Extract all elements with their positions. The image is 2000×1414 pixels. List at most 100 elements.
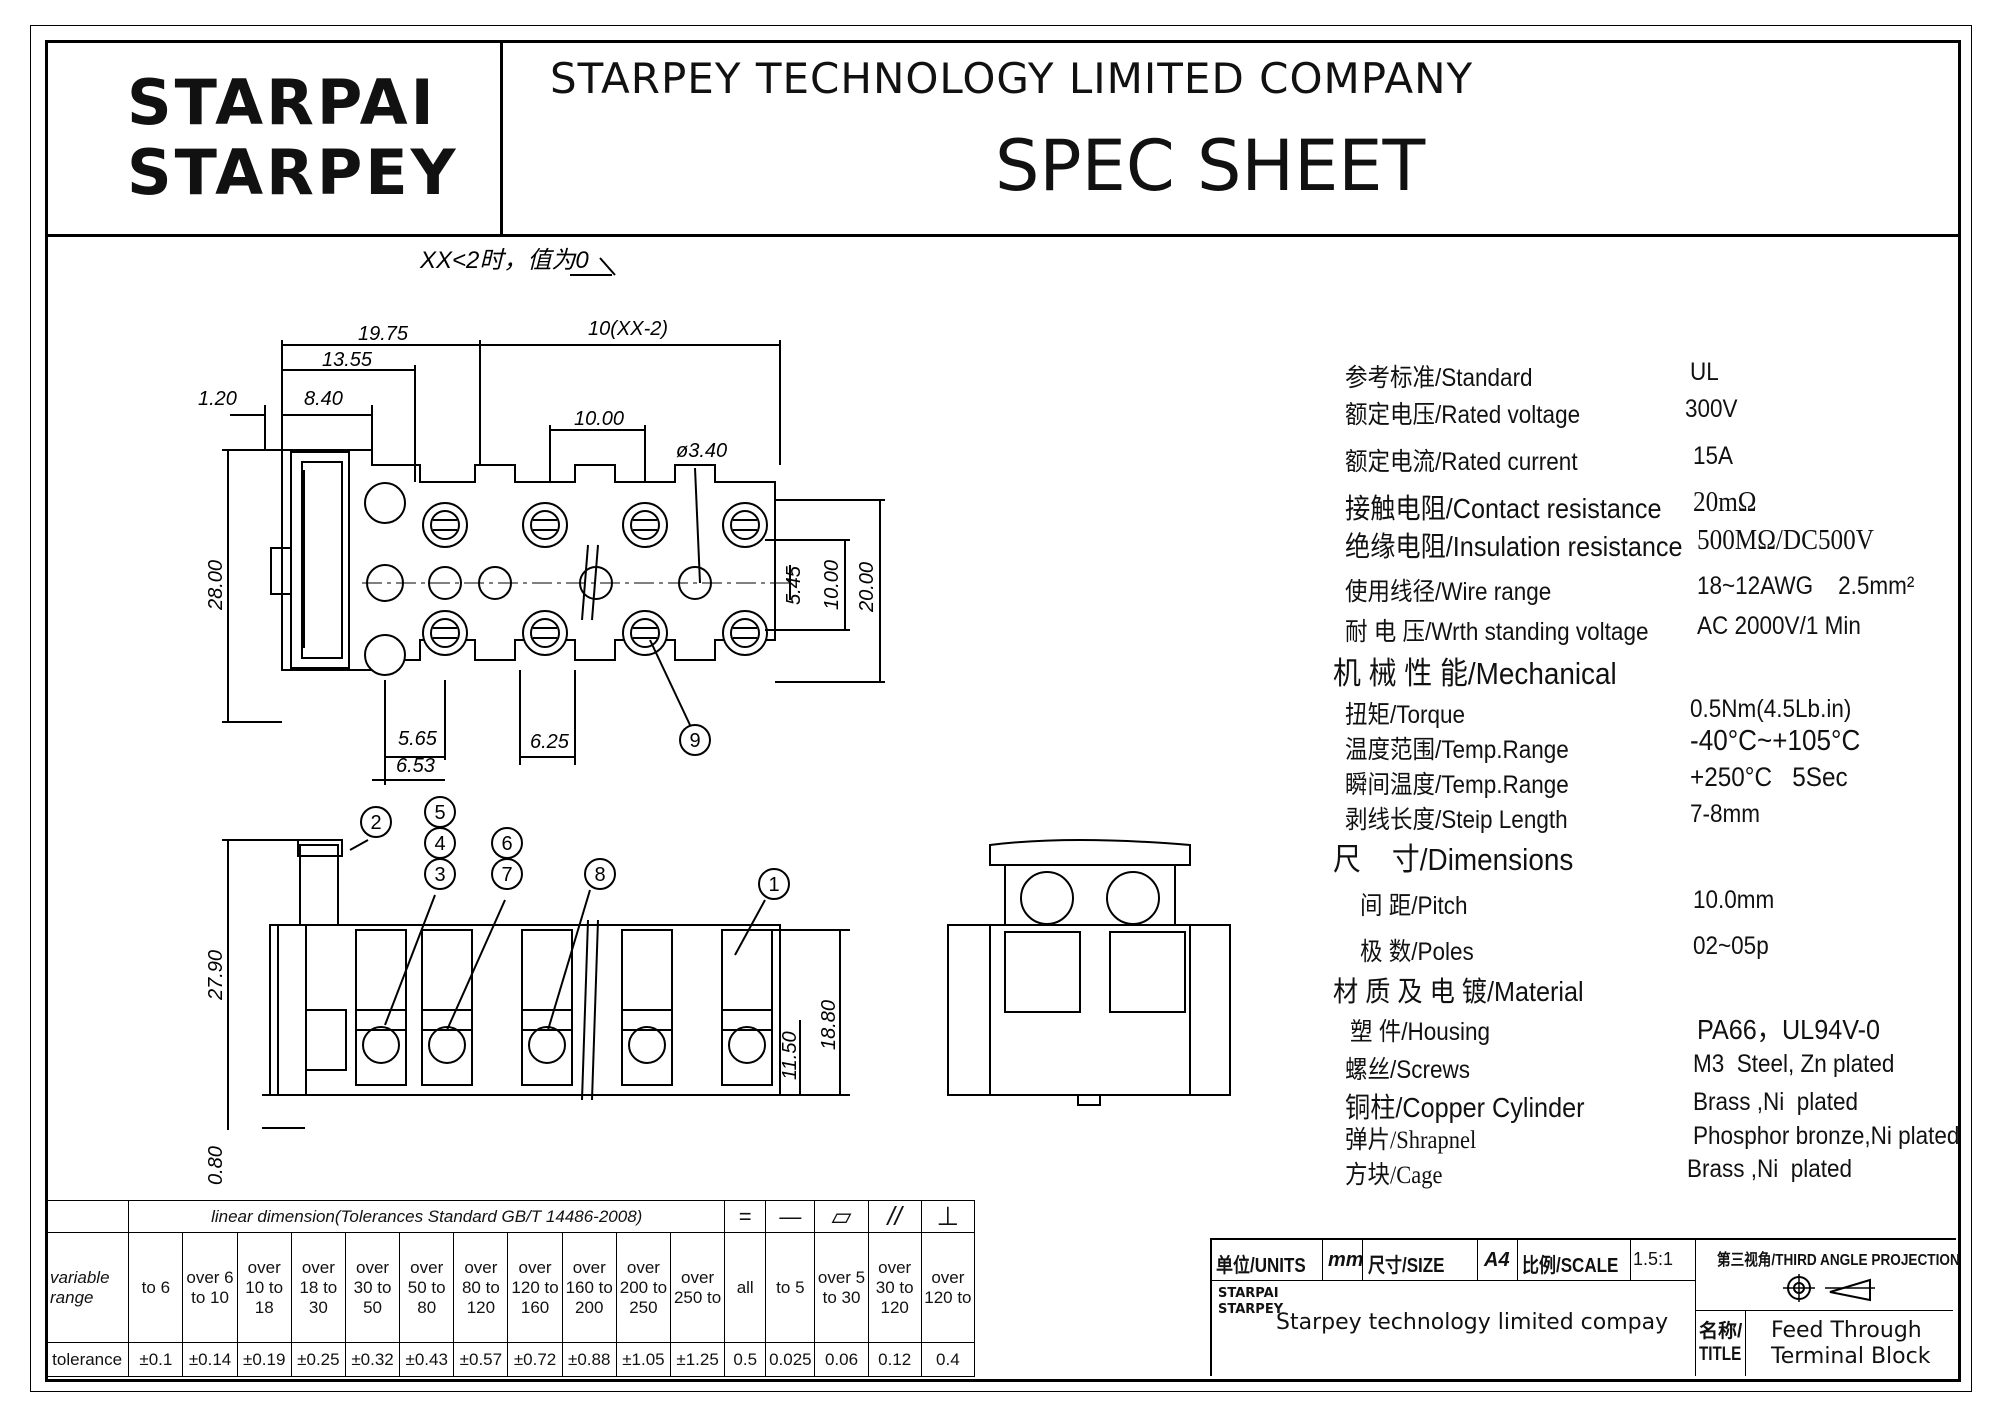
tolerance-value: ±0.57 (453, 1342, 509, 1377)
tolerance-value: ±0.1 (128, 1342, 184, 1377)
spec-screws-value: M3 Steel, Zn plated (1693, 1050, 1895, 1078)
header: STARPAI STARPEY STARPEY TECHNOLOGY LIMIT… (45, 40, 1958, 237)
tolerance-value: ±1.25 (669, 1342, 726, 1377)
title-block: 单位/UNITS mm 尺寸/SIZE A4 比例/SCALE 1.5:1 第三… (1210, 1238, 1960, 1376)
spec-poles-value: 02~05p (1693, 932, 1769, 960)
dim-18-80: 18.80 (818, 1000, 840, 1050)
tolerance-value: ±0.32 (344, 1342, 401, 1377)
spec-peak-temp-value: +250°C 5Sec (1690, 762, 1848, 792)
spec-insulation-value: 500MΩ/DC500V (1697, 525, 1874, 556)
technical-drawing: XX<2时，值为0 19.75 13.55 1.20 8.40 10(XX-2)… (198, 247, 1231, 1185)
dim-5-65: 5.65 (398, 728, 438, 750)
dim-8-40: 8.40 (304, 388, 343, 410)
range-cell: over 250 to (669, 1232, 726, 1343)
title-value-cell: Feed Through Terminal Block (1745, 1310, 1953, 1376)
tolerance-value: ±0.25 (290, 1342, 346, 1377)
tolerance-value: ±0.88 (561, 1342, 617, 1377)
spec-cage-label: 方块/Cage (1345, 1162, 1443, 1189)
dim-10-00v: 10.00 (821, 560, 843, 610)
spec-poles-label: 极 数/Poles (1360, 938, 1474, 966)
scale-label: 比例/SCALE (1522, 1255, 1619, 1277)
title-label-cell: 名称/ TITLE (1695, 1310, 1746, 1376)
dim-20-00: 20.00 (856, 562, 878, 613)
spec-temp-value: -40°C~+105°C (1690, 725, 1861, 757)
dim-11-50: 11.50 (779, 1031, 801, 1080)
spec-standard-label: 参考标准/Standard (1345, 364, 1533, 392)
spec-voltage-value: 300V (1685, 395, 1738, 423)
balloon-8: 8 (594, 864, 605, 886)
balloon-5: 5 (434, 802, 445, 824)
balloon-4: 4 (434, 833, 445, 855)
spec-mechanical-heading: 机 械 性 能/Mechanical (1333, 656, 1617, 691)
spec-copper-label: 铜柱/Copper Cylinder (1345, 1092, 1585, 1123)
dim-19-75: 19.75 (358, 323, 409, 345)
tolerance-value: ±0.19 (236, 1342, 292, 1377)
size-value: A4 (1484, 1249, 1510, 1271)
units-row: 单位/UNITS mm 尺寸/SIZE A4 比例/SCALE 1.5:1 (1212, 1240, 1696, 1281)
projection-cell: 第三视角/THIRD ANGLE PROJECTION (1695, 1240, 1960, 1311)
dim-6-53: 6.53 (396, 755, 435, 777)
tolerance-table: linear dimension(Tolerances Standard GB/… (44, 1200, 976, 1377)
geo-range-cell: over 30 to 120 (867, 1232, 922, 1343)
dim-10-00: 10.00 (574, 408, 624, 430)
spec-torque-value: 0.5Nm(4.5Lb.in) (1690, 695, 1852, 723)
symbol-dash: — (765, 1200, 816, 1233)
tolerance-value: ±1.05 (615, 1342, 671, 1377)
spec-pitch-value: 10.0mm (1693, 886, 1775, 914)
scale-value: 1.5:1 (1633, 1249, 1674, 1269)
projection-label: 第三视角/THIRD ANGLE PROJECTION (1717, 1252, 1960, 1269)
spec-strip-label: 剥线长度/Steip Length (1345, 806, 1568, 834)
range-cell: over 6 to 10 (182, 1232, 238, 1343)
range-cell: over 50 to 80 (399, 1232, 455, 1343)
spec-dimensions-heading: 尺 寸/Dimensions (1333, 842, 1574, 877)
spec-wire-value: 18~12AWG 2.5mm² (1697, 572, 1915, 600)
spec-standard-value: UL (1690, 358, 1719, 386)
symbol-perpendicular: ⊥ (920, 1200, 976, 1233)
balloon-2: 2 (370, 812, 381, 834)
tb-logo-line2: STARPEY (1218, 1302, 1284, 1317)
balloon-9: 9 (689, 730, 700, 752)
spec-table: 参考标准/Standard UL 额定电压/Rated voltage 300V… (1333, 350, 1959, 1210)
tb-logo-line1: STARPAI (1218, 1286, 1279, 1301)
dim-3-40: ø3.40 (676, 440, 727, 462)
spec-material-heading: 材 质 及 电 镀/Material (1333, 976, 1584, 1007)
spec-withstand-label: 耐 电 压/Wrth standing voltage (1345, 618, 1649, 646)
dim-27-90: 27.90 (205, 950, 227, 1001)
spec-withstand-value: AC 2000V/1 Min (1697, 612, 1861, 640)
dim-5-45: 5.45 (783, 565, 805, 605)
units-value: mm (1328, 1249, 1364, 1271)
symbol-equal: = (724, 1200, 767, 1233)
spec-housing-value: PA66，UL94V-0 (1697, 1014, 1881, 1045)
dim-13-55: 13.55 (322, 349, 373, 371)
spec-insulation-label: 绝缘电阻/Insulation resistance (1345, 531, 1683, 562)
range-cell: over 160 to 200 (561, 1232, 617, 1343)
balloon-1: 1 (768, 874, 779, 896)
size-label: 尺寸/SIZE (1368, 1255, 1445, 1277)
range-cell: over 10 to 18 (236, 1232, 292, 1343)
geo-value: 0.025 (765, 1342, 816, 1377)
spec-pitch-label: 间 距/Pitch (1360, 892, 1468, 920)
spec-voltage-label: 额定电压/Rated voltage (1345, 401, 1581, 429)
geo-value: 0.12 (867, 1342, 922, 1377)
variable-range-label: variable range (44, 1232, 130, 1343)
company-cell: STARPAI STARPEY Starpey technology limit… (1212, 1280, 1696, 1376)
range-cell: over 80 to 120 (453, 1232, 509, 1343)
geo-value: 0.4 (920, 1342, 976, 1377)
company-name: STARPEY TECHNOLOGY LIMITED COMPANY (550, 54, 1474, 103)
outer-border (30, 25, 1972, 1392)
spec-contact-label: 接触电阻/Contact resistance (1345, 493, 1662, 524)
dim-0-80: 0.80 (205, 1146, 227, 1185)
tolerance-value: ±0.14 (182, 1342, 238, 1377)
spec-wire-label: 使用线径/Wire range (1345, 578, 1552, 606)
range-cell: to 6 (128, 1232, 184, 1343)
title-label: TITLE (1699, 1344, 1742, 1365)
dim-28-00: 28.00 (205, 560, 227, 611)
geo-range-cell: all (724, 1232, 767, 1343)
spec-current-value: 15A (1693, 442, 1734, 470)
logo-line2: STARPEY (127, 136, 459, 209)
balloon-7: 7 (501, 864, 512, 886)
geo-range-cell: over 5 to 30 (814, 1232, 869, 1343)
logo-line1: STARPAI (127, 66, 437, 139)
geo-range-cell: to 5 (765, 1232, 816, 1343)
units-label: 单位/UNITS (1216, 1255, 1306, 1277)
